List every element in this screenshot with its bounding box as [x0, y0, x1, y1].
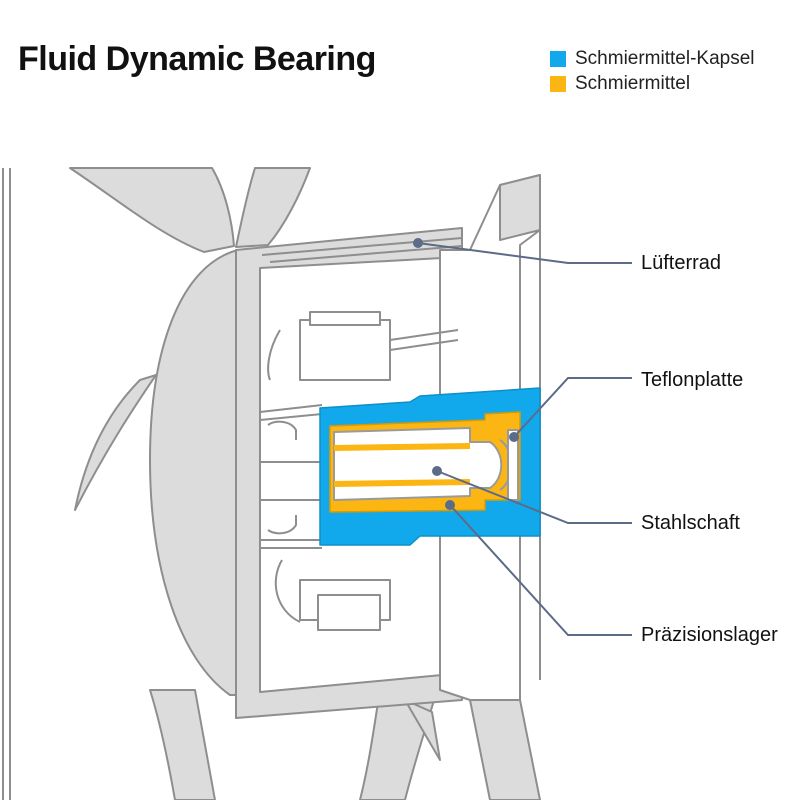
- leader-dot-fan: [413, 238, 423, 248]
- diagram-title: Fluid Dynamic Bearing: [18, 40, 376, 78]
- shaft-and-bearing: [333, 427, 513, 501]
- callout-precision-bearing: Präzisionslager: [641, 624, 778, 646]
- hub-back-curve: [149, 249, 239, 696]
- leader-teflon: [513, 377, 632, 438]
- fan-blades: [69, 167, 441, 800]
- leader-fan: [417, 242, 632, 264]
- legend-swatch-capsule: [550, 51, 566, 67]
- leader-bearing: [449, 504, 632, 636]
- teflon-plate: [507, 429, 519, 501]
- legend-item-lubricant: Schmiermittel: [550, 73, 690, 95]
- leader-dot-teflon: [509, 432, 519, 442]
- legend-label-lubricant: Schmiermittel: [575, 73, 691, 94]
- leader-dot-shaft: [432, 466, 442, 476]
- leader-dot-bearing: [445, 500, 455, 510]
- leader-shaft: [436, 470, 632, 524]
- callout-fan-wheel: Lüfterrad: [641, 252, 722, 274]
- stator: [267, 311, 459, 631]
- legend-item-capsule: Schmiermittel-Kapsel: [550, 48, 755, 70]
- callout-steel-shaft: Stahlschaft: [641, 512, 740, 534]
- frame-edge-left: [2, 168, 11, 800]
- legend-label-capsule: Schmiermittel-Kapsel: [575, 48, 755, 69]
- callout-teflon-plate: Teflonplatte: [641, 369, 744, 391]
- legend-swatch-lubricant: [550, 76, 566, 92]
